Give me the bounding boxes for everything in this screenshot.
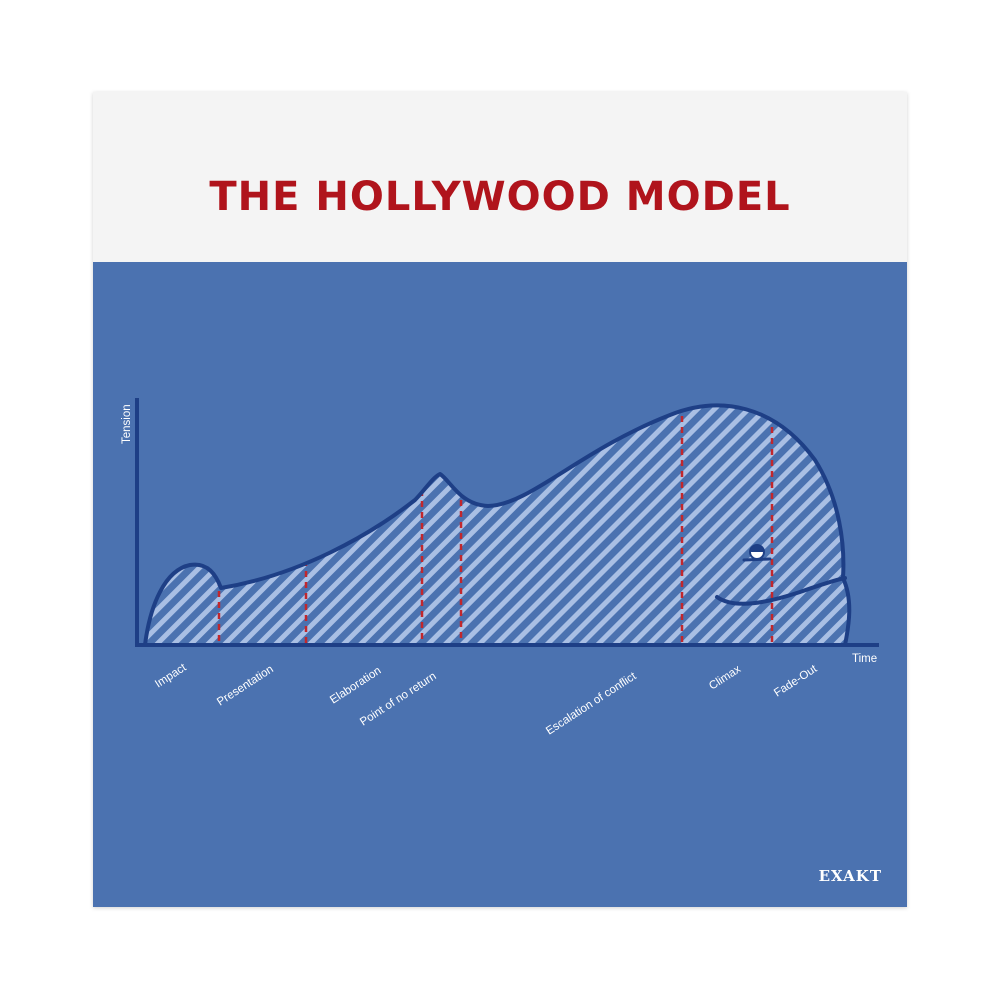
x-axis-label: Time (852, 653, 877, 665)
whale-body (145, 405, 850, 645)
header: THE HOLLYWOOD MODEL (93, 92, 907, 262)
page-title: THE HOLLYWOOD MODEL (209, 174, 791, 220)
y-axis-label: Tension (121, 404, 133, 444)
stage-label-climax: Climax (707, 663, 743, 692)
stage-label-presentation: Presentation (215, 663, 276, 708)
whale-mouth (715, 576, 847, 606)
stage-label-elaboration: Elaboration (328, 665, 383, 707)
brand-logo: EXAKT (818, 867, 882, 885)
stage-label-escalation: Escalation of conflict (544, 670, 639, 738)
whale-eye (742, 544, 772, 562)
stage-label-fade-out: Fade-Out (772, 663, 820, 700)
whale-outline (143, 403, 852, 647)
stage-label-impact: Impact (153, 661, 189, 690)
stage-dividers (217, 405, 774, 645)
